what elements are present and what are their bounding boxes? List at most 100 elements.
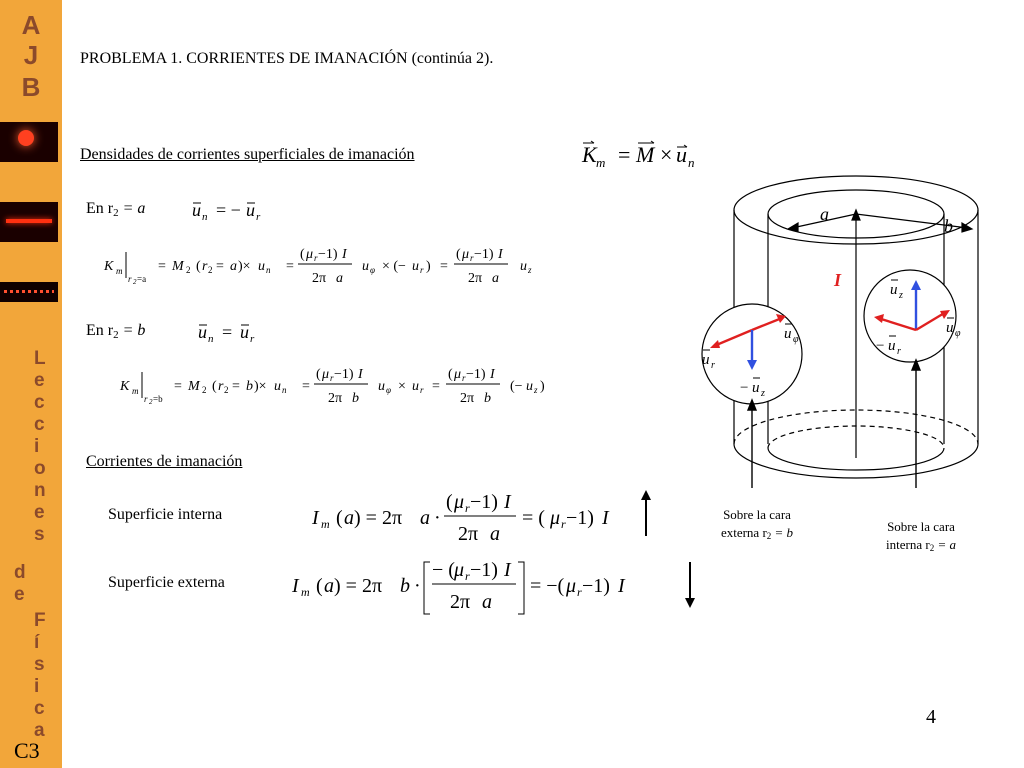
svg-text:K: K	[581, 142, 598, 167]
svg-text:a: a	[492, 271, 499, 286]
svg-text:−1): −1)	[318, 247, 338, 262]
sidebar-letter: í	[34, 632, 40, 653]
svg-text:=: =	[232, 379, 240, 394]
svg-text:r: r	[462, 373, 466, 383]
case-b-label: En r2 = b	[86, 322, 146, 341]
page-number: 4	[926, 706, 936, 728]
thumbnail-image-3	[0, 282, 58, 302]
arrow-down-icon	[685, 562, 695, 608]
svg-text:u: u	[258, 259, 265, 274]
svg-text:n: n	[688, 155, 695, 170]
svg-text:u: u	[274, 379, 281, 394]
svg-text:(: (	[446, 491, 453, 513]
svg-text:u: u	[702, 352, 710, 368]
svg-text:b: b	[484, 391, 491, 406]
svg-text:μ: μ	[549, 507, 560, 529]
svg-text:M: M	[635, 142, 656, 167]
sidebar-letter: F	[34, 610, 46, 631]
svg-text:2: 2	[149, 398, 153, 406]
svg-text:(−: (−	[510, 379, 523, 394]
svg-text:φ: φ	[386, 385, 391, 395]
svg-text:μ: μ	[453, 367, 461, 382]
svg-text:u: u	[784, 326, 792, 342]
case-a-label: En r2 = a	[86, 200, 146, 219]
logo-letter-b: B	[21, 72, 41, 102]
svg-text:2π: 2π	[468, 271, 482, 286]
svg-text:a: a	[482, 591, 492, 613]
svg-text:μ: μ	[321, 367, 329, 382]
svg-text:r: r	[128, 274, 132, 284]
svg-text:I: I	[357, 367, 364, 382]
svg-text:z: z	[527, 265, 532, 275]
arrow-up-icon	[641, 490, 651, 536]
svg-text:−1): −1)	[470, 559, 498, 581]
svg-text:r: r	[465, 501, 470, 515]
svg-text:(: (	[212, 379, 217, 394]
svg-text:−: −	[740, 380, 748, 396]
caption-outer-face: Sobre la cara externa r2 = b	[720, 507, 794, 541]
svg-text:=: =	[216, 259, 224, 274]
svg-text:a: a	[324, 575, 334, 597]
svg-text:u: u	[676, 142, 687, 167]
svg-text:b: b	[352, 391, 359, 406]
svg-text:=b: =b	[153, 394, 163, 404]
thumbnail-image-1	[0, 122, 58, 162]
svg-text:u: u	[520, 259, 527, 274]
svg-text:n: n	[282, 385, 287, 395]
svg-text:μ: μ	[453, 491, 464, 513]
svg-text:I: I	[291, 575, 300, 597]
svg-text:2π: 2π	[460, 391, 474, 406]
svg-text:= −(: = −(	[530, 575, 565, 597]
svg-text:·: ·	[434, 507, 441, 529]
outer-surface-label: Superficie externa	[108, 574, 225, 591]
svg-text:u: u	[412, 259, 419, 274]
svg-text:b: b	[400, 575, 410, 597]
svg-text:m: m	[116, 266, 123, 276]
svg-text:a: a	[336, 271, 343, 286]
svg-text:r: r	[465, 569, 470, 583]
svg-text:u: u	[888, 338, 896, 354]
svg-text:r: r	[202, 259, 208, 274]
svg-text:r: r	[250, 333, 255, 345]
svg-text:u: u	[412, 379, 419, 394]
svg-text:=: =	[618, 142, 630, 167]
svg-text:u: u	[192, 200, 201, 220]
svg-text:=: =	[174, 379, 182, 394]
sidebar-letter: c	[34, 392, 45, 413]
svg-text:= (: = (	[522, 507, 545, 529]
svg-text:−: −	[876, 338, 884, 354]
svg-text:(: (	[300, 247, 305, 262]
svg-text:φ: φ	[370, 265, 375, 275]
svg-text:2: 2	[224, 385, 229, 395]
svg-text:=: =	[302, 379, 310, 394]
svg-text:)×: )×	[238, 259, 251, 274]
svg-text:m: m	[321, 517, 330, 531]
svg-text:r: r	[314, 253, 318, 263]
svg-text:u: u	[378, 379, 385, 394]
svg-text:×: ×	[398, 379, 406, 394]
svg-text:n: n	[202, 211, 208, 223]
svg-text:K: K	[119, 379, 130, 394]
section-heading-surface: Densidades de corrientes superficiales d…	[80, 146, 415, 163]
svg-text:μ: μ	[565, 575, 576, 597]
svg-text:(: (	[448, 367, 453, 382]
svg-text:2π: 2π	[458, 523, 478, 545]
svg-text:m: m	[132, 386, 139, 396]
svg-text:r: r	[577, 585, 582, 599]
svg-text:z: z	[533, 385, 538, 395]
sidebar-letter: c	[34, 414, 45, 435]
svg-text:m: m	[301, 585, 310, 599]
svg-text:=a: =a	[137, 274, 146, 284]
sidebar-letter: e	[34, 502, 45, 523]
svg-text:I: I	[601, 507, 610, 529]
sidebar-letter: s	[34, 524, 45, 545]
svg-text:μ: μ	[453, 559, 464, 581]
svg-text:−1): −1)	[470, 491, 498, 513]
svg-text:−1): −1)	[466, 367, 486, 382]
svg-text:2: 2	[202, 385, 207, 395]
svg-text:−1): −1)	[566, 507, 594, 529]
svg-text:I: I	[503, 559, 512, 581]
svg-text:I: I	[503, 491, 512, 513]
